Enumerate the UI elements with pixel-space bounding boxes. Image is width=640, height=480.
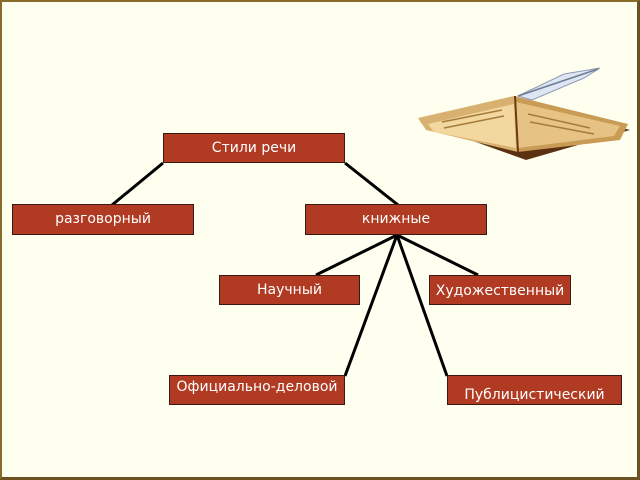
node-bookish: книжные <box>305 204 487 235</box>
connector-root-bookish <box>344 161 399 207</box>
connector-bookish-scientific <box>315 233 398 277</box>
root-node-label: Стили речи <box>211 140 297 156</box>
connector-root-conversational <box>111 161 164 207</box>
node-publicistic: Публицистический <box>447 375 622 405</box>
connector-bookish-artistic <box>396 233 479 277</box>
node-scientific-label: Научный <box>257 282 322 298</box>
root-node: Стили речи <box>163 133 345 163</box>
node-official-business: Официально-деловой <box>169 375 345 405</box>
node-artistic: Художественный <box>429 275 571 305</box>
open-book-with-quill-icon <box>418 67 630 160</box>
node-publicistic-label: Публицистический <box>464 387 605 403</box>
node-artistic-label: Художественный <box>435 283 565 299</box>
node-conversational: разговорный <box>12 204 194 235</box>
node-conversational-label: разговорный <box>55 211 151 227</box>
node-bookish-label: книжные <box>361 211 431 227</box>
node-official-business-label: Официально-деловой <box>176 379 338 395</box>
connector-bookish-official <box>343 234 399 377</box>
connector-bookish-publicistic <box>395 234 449 377</box>
node-scientific: Научный <box>219 275 360 305</box>
